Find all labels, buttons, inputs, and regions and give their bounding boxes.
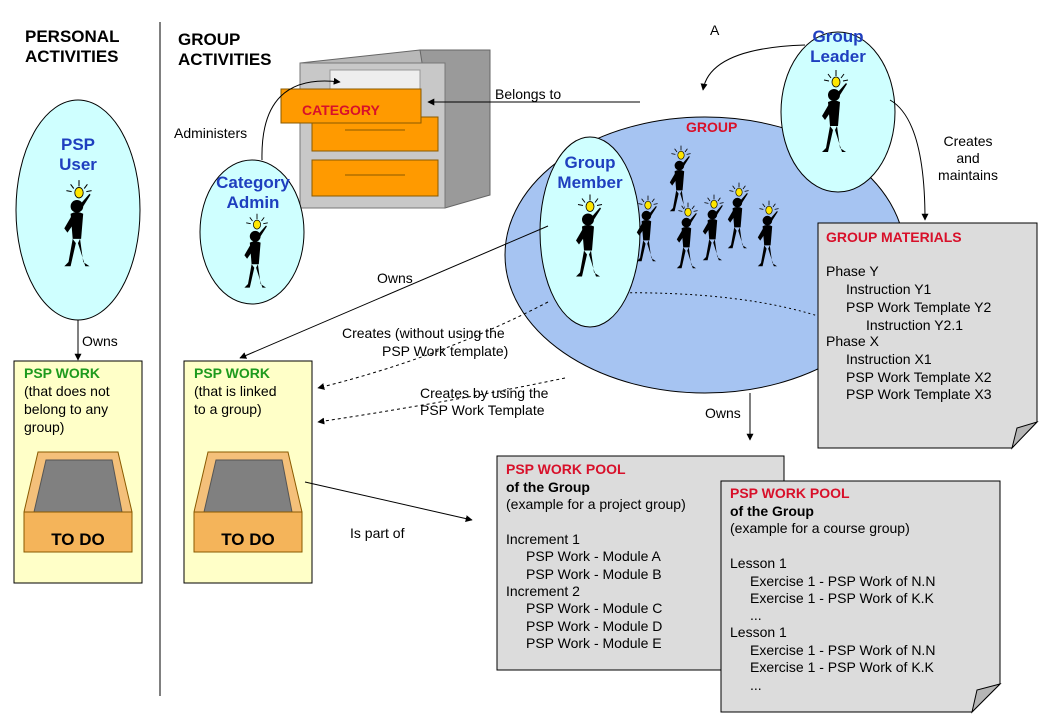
- group-materials-line-0: Phase Y: [826, 263, 879, 279]
- personal-work-line-2: group): [24, 419, 64, 435]
- group-work-title: PSP WORK: [194, 365, 270, 381]
- personal-header-line1: PERSONAL: [25, 27, 119, 46]
- belongs-to-label: Belongs to: [495, 86, 561, 102]
- pool-project-line-0: Increment 1: [506, 531, 580, 547]
- category-label: CATEGORY: [302, 102, 380, 118]
- creates-maintains-label-line3: maintains: [938, 167, 998, 183]
- pool-project-line-2: PSP Work - Module B: [526, 566, 662, 582]
- pool-course-line-6: Exercise 1 - PSP Work of K.K: [750, 659, 935, 675]
- pool-course-line-7: ...: [750, 677, 762, 693]
- personal-work-title: PSP WORK: [24, 365, 100, 381]
- group-member-title-line1: Group: [565, 153, 616, 172]
- creates-without-label-line2: PSP Work template): [382, 343, 508, 359]
- materials-link: [604, 292, 831, 321]
- psp-user-title-line2: User: [59, 155, 97, 174]
- is-part-of-arrow: [304, 481, 473, 523]
- pool-project-line-1: PSP Work - Module A: [526, 548, 662, 564]
- category-admin-title-line2: Admin: [227, 193, 280, 212]
- group-leader-title-line1: Group: [813, 27, 864, 46]
- group-todo-label: TO DO: [221, 530, 275, 549]
- administers-group-label: A: [710, 22, 720, 38]
- pool-course-subtitle: of the Group: [730, 503, 814, 519]
- psp-user-title-line1: PSP: [61, 135, 95, 154]
- pool-course-line-0: Lesson 1: [730, 555, 787, 571]
- category-drawer: [280, 88, 422, 124]
- pool-project-line-5: PSP Work - Module D: [526, 618, 662, 634]
- administers-category-label: Administers: [174, 125, 247, 141]
- group-materials-line-6: PSP Work Template X2: [846, 369, 992, 385]
- pool-project-line-6: PSP Work - Module E: [526, 635, 662, 651]
- creates-maintains-label-line2: and: [956, 150, 979, 166]
- creates-using-label-line1: Creates by using the: [420, 385, 549, 401]
- owns-member-label: Owns: [377, 270, 413, 286]
- personal-todo-label: TO DO: [51, 530, 105, 549]
- pool-course-line-1: Exercise 1 - PSP Work of N.N: [750, 573, 935, 589]
- pool-project-subtitle: of the Group: [506, 479, 590, 495]
- personal-todo-tray: [23, 451, 133, 553]
- pool-course-line-5: Exercise 1 - PSP Work of N.N: [750, 642, 935, 658]
- pool-course-line-2: Exercise 1 - PSP Work of K.K: [750, 590, 935, 606]
- creates-without-arrow: [317, 301, 549, 390]
- pool-course-title: PSP WORK POOL: [730, 485, 850, 501]
- group-label: GROUP: [686, 119, 737, 135]
- creates-using-arrow: [317, 377, 566, 425]
- group-materials-line-7: PSP Work Template X3: [846, 386, 992, 402]
- pool-course-note-text: (example for a course group): [730, 520, 910, 536]
- personal-work-line-0: (that does not: [24, 383, 110, 399]
- owns-group-label: Owns: [705, 405, 741, 421]
- group-work-line-0: (that is linked: [194, 383, 276, 399]
- category-admin-title-line1: Category: [216, 173, 290, 192]
- creates-without-label-line1: Creates (without using the: [342, 325, 505, 341]
- group-header-line1: GROUP: [178, 30, 240, 49]
- group-todo-tray: [193, 451, 303, 553]
- group-materials-line-4: Phase X: [826, 333, 880, 349]
- group-materials-line-2: PSP Work Template Y2: [846, 299, 991, 315]
- owns-user-label: Owns: [82, 333, 118, 349]
- pool-course-line-3: ...: [750, 607, 762, 623]
- group-member-title-line2: Member: [557, 173, 623, 192]
- group-materials-title: GROUP MATERIALS: [826, 229, 962, 245]
- group-materials-line-1: Instruction Y1: [846, 281, 932, 297]
- pool-project-title: PSP WORK POOL: [506, 461, 626, 477]
- creates-using-label-line2: PSP Work Template: [420, 402, 545, 418]
- pool-project-note-text: (example for a project group): [506, 496, 686, 512]
- group-header-line2: ACTIVITIES: [178, 50, 272, 69]
- pool-project-line-3: Increment 2: [506, 583, 580, 599]
- group-leader-title-line2: Leader: [810, 47, 866, 66]
- pool-course-line-4: Lesson 1: [730, 624, 787, 640]
- creates-maintains-label-line1: Creates: [943, 133, 992, 149]
- creates-maintains-arrow: [889, 99, 929, 221]
- group-materials-line-3: Instruction Y2.1: [866, 317, 963, 333]
- filing-cabinet: [299, 49, 491, 209]
- personal-header-line2: ACTIVITIES: [25, 47, 119, 66]
- group-materials-line-5: Instruction X1: [846, 351, 932, 367]
- owns-member-arrow: [239, 225, 549, 359]
- is-part-of-label: Is part of: [350, 525, 405, 541]
- administers-category-arrow: [261, 77, 341, 161]
- cabinet-drawer-bottom: [311, 159, 439, 197]
- pool-project-line-4: PSP Work - Module C: [526, 600, 662, 616]
- administers-group-arrow: [700, 44, 806, 91]
- personal-work-line-1: belong to any: [24, 401, 108, 417]
- group-work-line-1: to a group): [194, 401, 262, 417]
